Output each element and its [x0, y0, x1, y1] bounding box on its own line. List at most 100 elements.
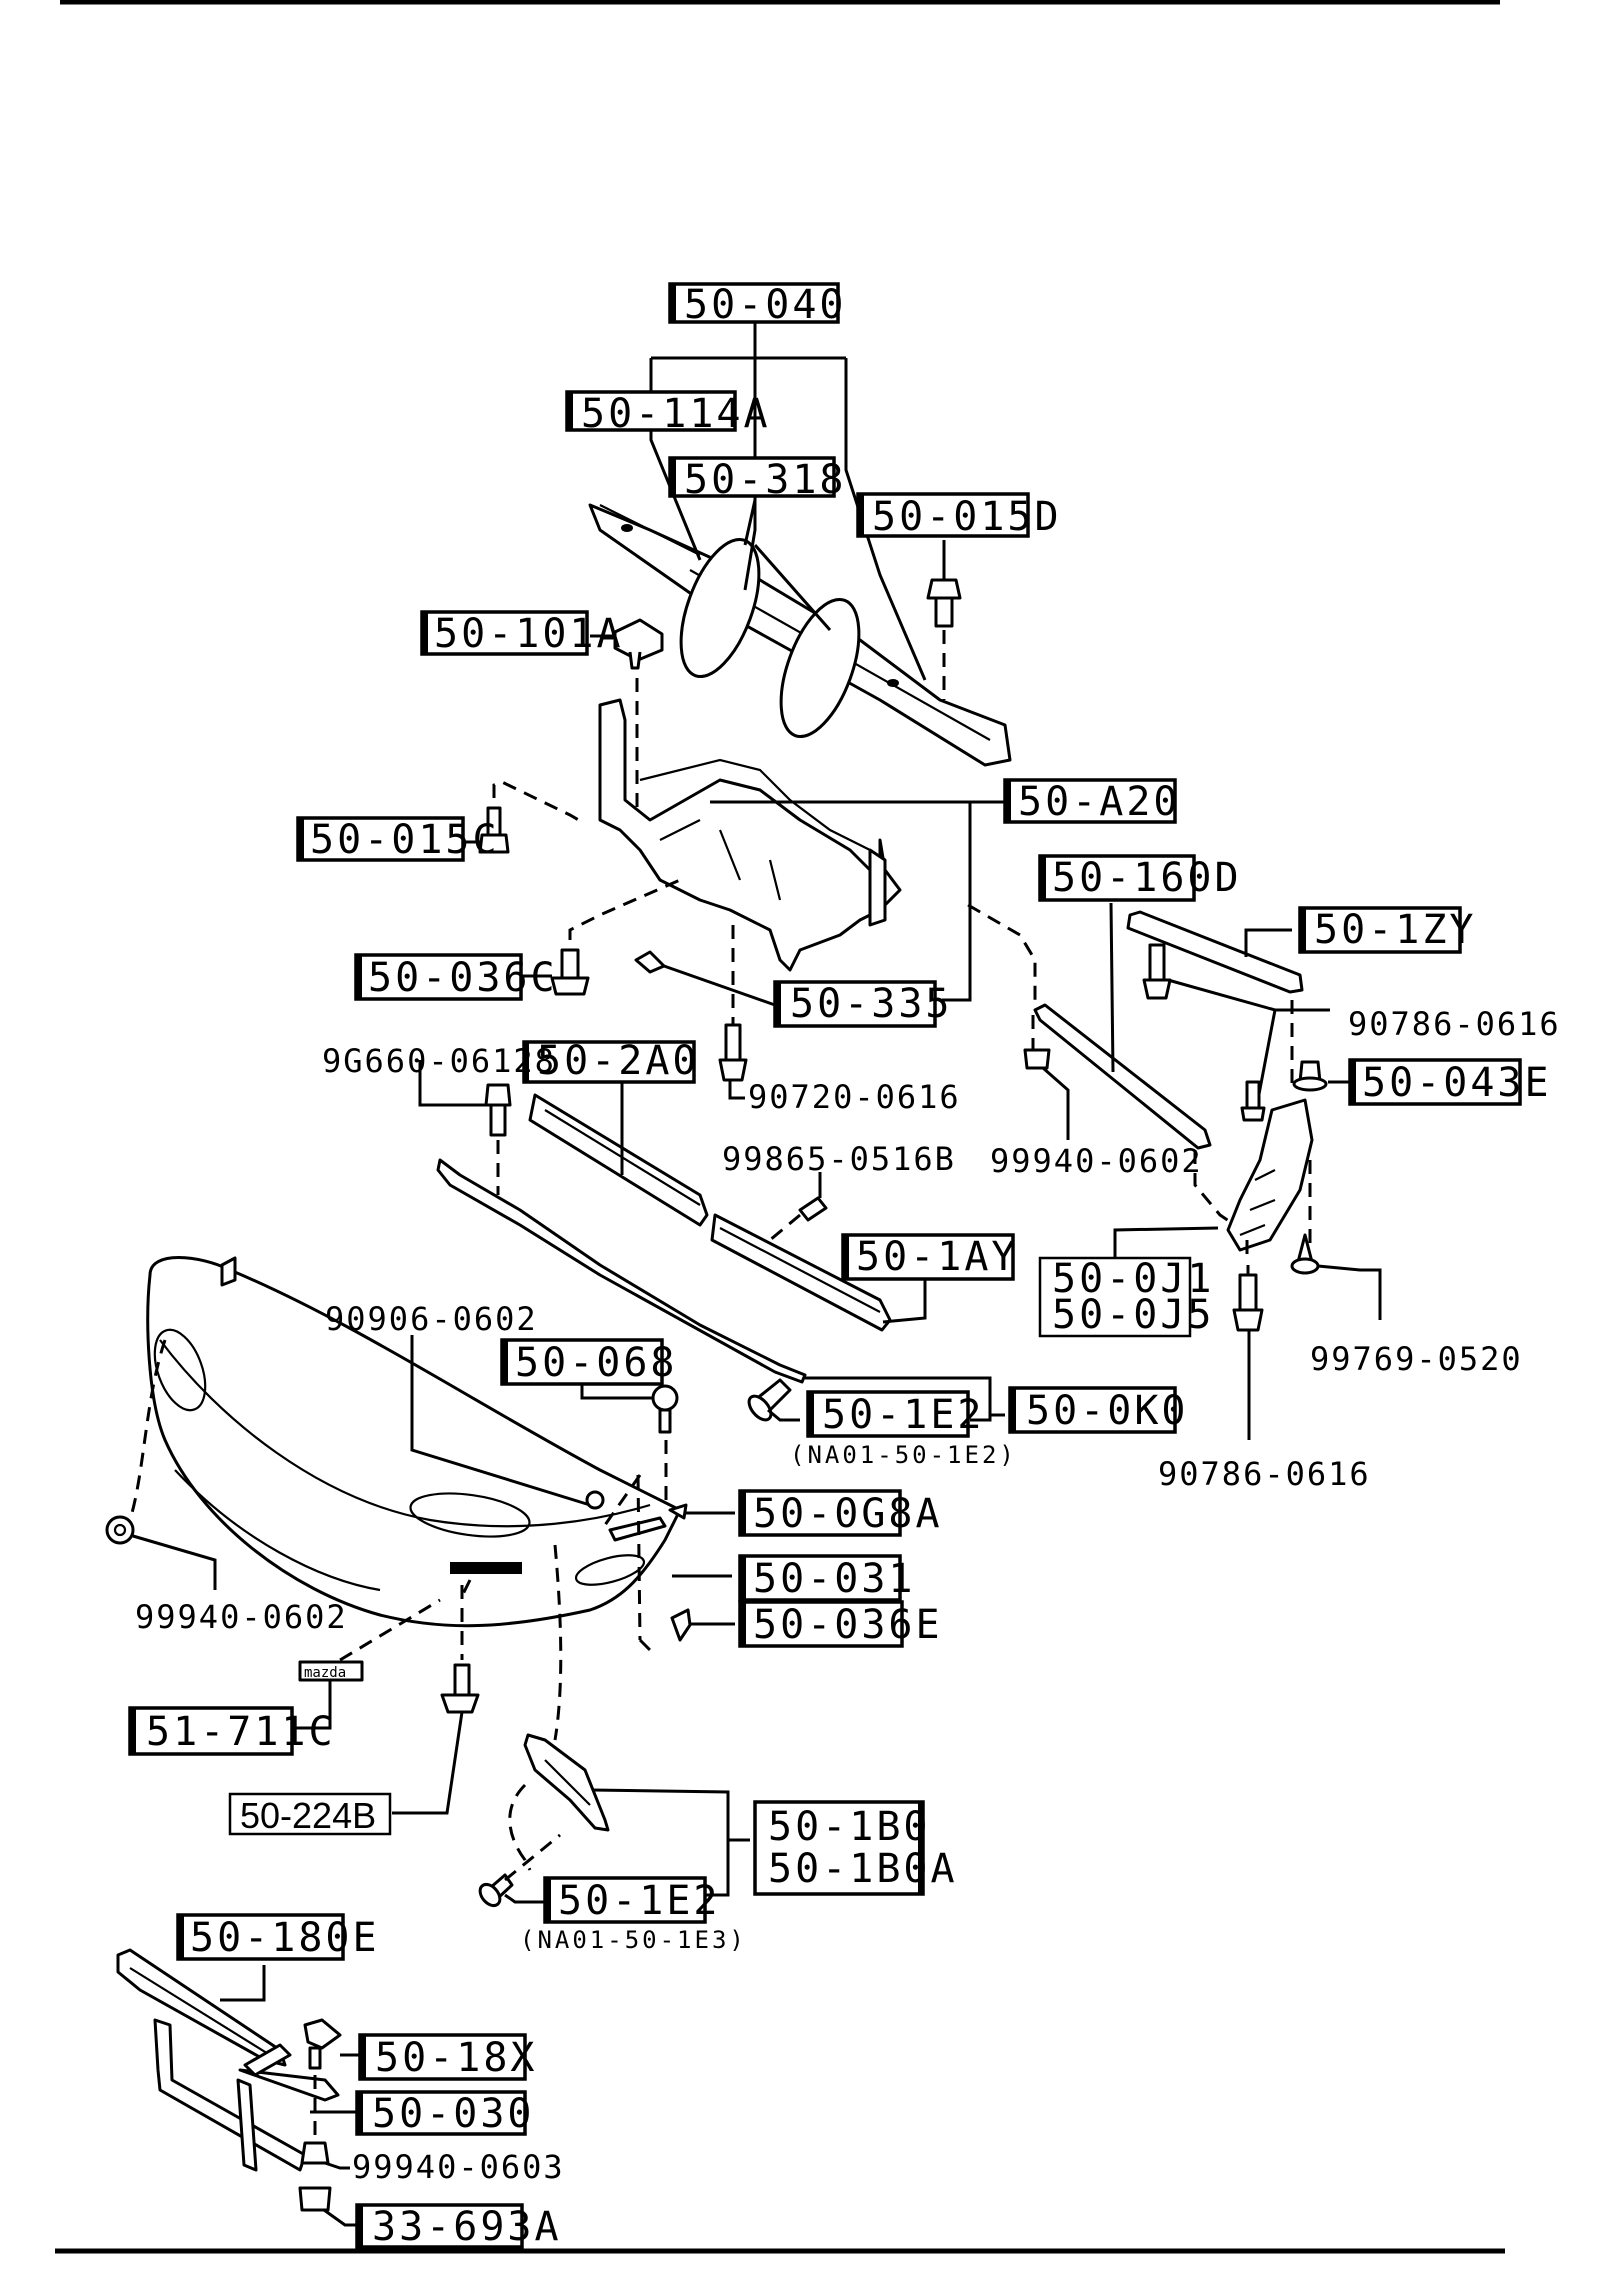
label-50-036E: 50-036E [738, 1600, 943, 1648]
svg-text:50-0J1: 50-0J1 [1052, 1256, 1215, 1302]
label-50-335: 50-335 [773, 980, 953, 1028]
label-50-043E: 50-043E [1348, 1058, 1552, 1106]
svg-text:50-318: 50-318 [684, 457, 847, 503]
label-50-015C: 50-015C [296, 816, 500, 863]
svg-text:50-224B: 50-224B [240, 1795, 376, 1836]
nut-99940-0603 [300, 2141, 350, 2170]
svg-text:50-1ZY: 50-1ZY [1314, 907, 1477, 953]
clip-50-335 [634, 950, 776, 1007]
svg-text:50-2A0: 50-2A0 [537, 1038, 700, 1084]
svg-text:33-693A: 33-693A [372, 2204, 562, 2250]
emblem-recess [450, 1562, 522, 1574]
bracket-50-1B0 [508, 1544, 750, 1897]
note-NA01-50-1E3: (NA01-50-1E3) [520, 1926, 747, 1954]
nut-90906-0602 [585, 1490, 605, 1510]
label-99940-0602-a: 99940-0602 [990, 1142, 1203, 1180]
grommet-50-224B [392, 1585, 480, 1815]
clip-50-1E2-bottom [478, 1833, 561, 1908]
emblem-text: mazda [304, 1665, 346, 1681]
bolt-50-015C [462, 780, 583, 854]
label-50-2A0: 50-2A0 [522, 1038, 700, 1084]
label-99865-0516B: 99865-0516B [722, 1140, 956, 1178]
label-99940-0602-b: 99940-0602 [135, 1598, 348, 1636]
label-50-114A: 50-114A [565, 390, 771, 437]
label-50-318: 50-318 [668, 456, 847, 503]
label-50-0K0: 50-0K0 [1008, 1386, 1189, 1434]
label-99940-0603: 99940-0603 [352, 2148, 565, 2186]
svg-text:50-A20: 50-A20 [1018, 779, 1181, 825]
svg-text:50-043E: 50-043E [1362, 1060, 1552, 1106]
bolt-90720-0616 [718, 925, 748, 1100]
svg-text:50-031: 50-031 [753, 1556, 916, 1602]
label-50-A20: 50-A20 [1003, 778, 1181, 825]
svg-text:50-1B0: 50-1B0 [768, 1804, 931, 1850]
rod-50-1ZY [1126, 910, 1330, 1111]
emblem-51-711C: mazda [292, 1579, 472, 1730]
label-50-0J1-0J5: 50-0J1 50-0J5 [1038, 1256, 1215, 1338]
bumper-reinforcement [588, 503, 1012, 767]
label-50-18X: 50-18X [358, 2033, 538, 2081]
bracket-50-180E [116, 1948, 287, 2067]
label-99769-0520: 99769-0520 [1310, 1340, 1523, 1378]
note-NA01-50-1E2: (NA01-50-1E2) [790, 1441, 1017, 1469]
label-50-1E2-top: 50-1E2 [806, 1390, 985, 1438]
svg-text:50-015C: 50-015C [310, 817, 500, 863]
grommet-33-693A [298, 2186, 357, 2227]
leader-50-040 [649, 323, 927, 681]
svg-text:50-0G8A: 50-0G8A [753, 1491, 943, 1537]
grommet-50-036C [520, 878, 681, 996]
molding-50-1AY [710, 1213, 927, 1332]
svg-text:50-18X: 50-18X [375, 2035, 538, 2081]
label-50-101A: 50-101A [420, 610, 621, 657]
svg-text:50-030: 50-030 [372, 2091, 535, 2137]
label-50-1AY: 50-1AY [841, 1233, 1016, 1281]
svg-text:50-036C: 50-036C [368, 955, 558, 1001]
bolt-9G660-06128 [418, 1060, 512, 1195]
label-90720-0616: 90720-0616 [748, 1078, 961, 1116]
label-50-030: 50-030 [355, 2090, 535, 2137]
label-50-0G8A: 50-0G8A [738, 1489, 943, 1537]
garnish-50-0K0 [436, 1158, 1005, 1422]
svg-text:50-335: 50-335 [790, 981, 953, 1027]
label-50-160D: 50-160D [1038, 854, 1242, 902]
clip-50-068 [580, 1380, 679, 1505]
label-50-1E2-bottom: 50-1E2 [543, 1876, 721, 1924]
strip-50-0G8A [603, 1474, 735, 1652]
clip-50-1E2-top [747, 1378, 800, 1422]
svg-text:50-1E2: 50-1E2 [558, 1878, 721, 1924]
leader-90906-0602 [410, 1335, 591, 1507]
label-50-180E: 50-180E [176, 1913, 377, 1961]
screw-99769-0520 [1290, 1233, 1382, 1320]
label-50-1B0-1B0A: 50-1B0 50-1B0A [753, 1800, 958, 1896]
label-50-1ZY: 50-1ZY [1298, 906, 1477, 954]
label-50-015D: 50-015D [856, 492, 1062, 540]
svg-text:50-1B0A: 50-1B0A [768, 1846, 958, 1892]
label-51-711C: 51-711C [128, 1706, 336, 1756]
leader-50-318 [743, 499, 832, 631]
rod-50-160D [967, 902, 1212, 1150]
svg-text:50-068: 50-068 [515, 1340, 678, 1386]
clip-50-18X [303, 2018, 360, 2150]
label-50-031: 50-031 [738, 1554, 916, 1602]
molding-50-2A0 [528, 1093, 709, 1227]
bolt-90786-0616-b [1232, 1265, 1264, 1440]
dash-fascia-left [116, 1339, 167, 1536]
svg-text:51-711C: 51-711C [146, 1709, 336, 1755]
svg-text:50-1E2: 50-1E2 [822, 1392, 985, 1438]
svg-text:50-0J5: 50-0J5 [1052, 1292, 1215, 1338]
svg-text:50-0K0: 50-0K0 [1026, 1388, 1189, 1434]
bolt-50-015D [926, 540, 962, 700]
svg-text:50-114A: 50-114A [581, 391, 771, 437]
svg-text:50-015D: 50-015D [872, 494, 1062, 540]
label-50-036C: 50-036C [354, 953, 558, 1001]
bumper-fascia-50-031 [146, 1256, 682, 1628]
label-90786-0616-a: 90786-0616 [1348, 1005, 1561, 1043]
label-33-693A: 33-693A [355, 2203, 562, 2250]
label-50-040: 50-040 [668, 282, 844, 328]
svg-text:50-036E: 50-036E [753, 1602, 943, 1648]
screw-99865-0516B [769, 1172, 828, 1242]
label-50-224B: 50-224B [228, 1792, 392, 1836]
svg-text:50-160D: 50-160D [1052, 855, 1242, 901]
bracket-50-0J1 [1113, 1000, 1350, 1260]
